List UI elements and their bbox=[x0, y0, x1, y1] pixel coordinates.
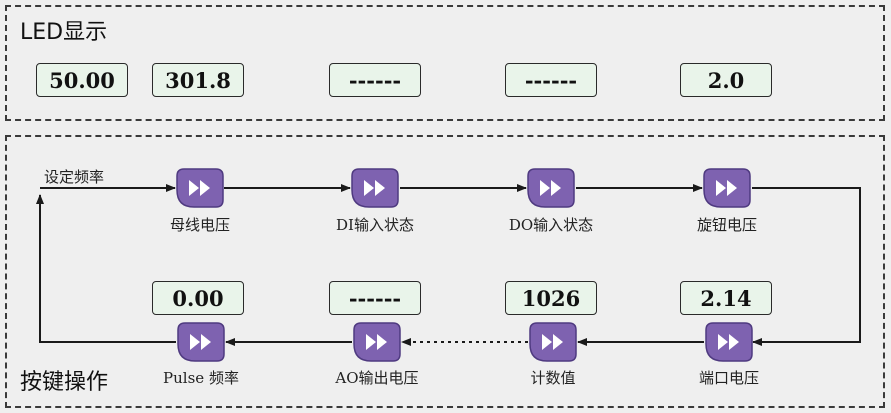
led-display-3: ------ bbox=[329, 63, 421, 97]
bottom-display-4: 2.14 bbox=[680, 281, 772, 315]
fast-forward-icon bbox=[703, 168, 751, 208]
key-label-7: 计数值 bbox=[530, 369, 576, 387]
bottom-display-1: 0.00 bbox=[152, 281, 244, 315]
key-label-8: 端口电压 bbox=[698, 369, 760, 387]
flow-arrow-left-return bbox=[36, 194, 176, 343]
key-label-2: DI输入状态 bbox=[336, 216, 414, 234]
fast-forward-icon bbox=[527, 168, 575, 208]
key-button-4[interactable] bbox=[703, 168, 751, 208]
key-label-1: 母线电压 bbox=[169, 216, 231, 234]
led-display-2: 301.8 bbox=[152, 63, 244, 97]
flow-arrow-right-wrap bbox=[752, 187, 861, 346]
key-button-8[interactable] bbox=[705, 322, 753, 362]
led-display-1: 50.00 bbox=[36, 63, 128, 97]
bottom-display-3: 1026 bbox=[505, 281, 597, 315]
fast-forward-icon bbox=[705, 322, 753, 362]
led-display-4: ------ bbox=[505, 63, 597, 97]
key-panel-title: 按键操作 bbox=[20, 370, 109, 395]
key-button-1[interactable] bbox=[176, 168, 224, 208]
key-label-6: AO输出电压 bbox=[335, 369, 419, 387]
key-button-6[interactable] bbox=[353, 322, 401, 362]
key-button-7[interactable] bbox=[529, 322, 577, 362]
led-display-5: 2.0 bbox=[680, 63, 772, 97]
key-label-4: 旋钮电压 bbox=[696, 216, 758, 234]
led-panel-title: LED显示 bbox=[20, 20, 108, 45]
start-label: 设定频率 bbox=[44, 168, 105, 186]
key-button-5[interactable] bbox=[177, 322, 225, 362]
fast-forward-icon bbox=[351, 168, 399, 208]
bottom-display-2: ------ bbox=[329, 281, 421, 315]
fast-forward-icon bbox=[529, 322, 577, 362]
key-label-3: DO输入状态 bbox=[508, 216, 594, 234]
fast-forward-icon bbox=[177, 322, 225, 362]
led-display-panel bbox=[5, 5, 885, 121]
key-button-2[interactable] bbox=[351, 168, 399, 208]
key-operation-panel bbox=[5, 135, 885, 408]
fast-forward-icon bbox=[353, 322, 401, 362]
fast-forward-icon bbox=[176, 168, 224, 208]
key-label-5: Pulse 频率 bbox=[163, 369, 239, 387]
key-button-3[interactable] bbox=[527, 168, 575, 208]
